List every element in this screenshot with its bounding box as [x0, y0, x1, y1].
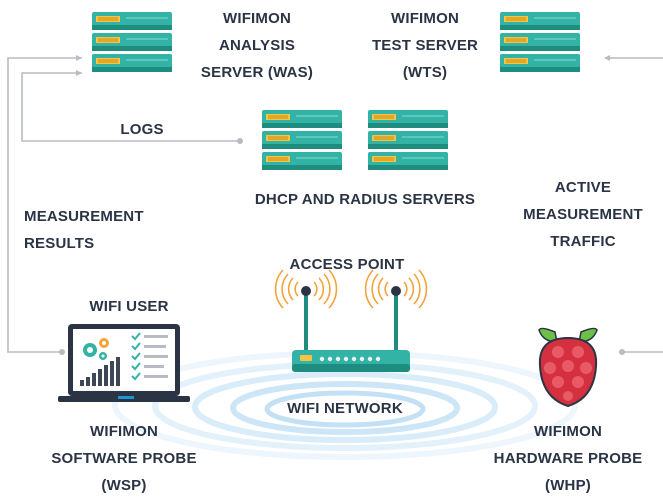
- server-stack-icon-dhcp: [262, 110, 342, 170]
- was-label-line: SERVER (WAS): [200, 64, 314, 81]
- active-traffic-label: ACTIVE MEASUREMENT TRAFFIC: [518, 174, 648, 255]
- active-traffic-line: TRAFFIC: [550, 233, 616, 250]
- active-traffic-line: ACTIVE: [554, 179, 612, 196]
- wsp-label-line: WIFIMON: [89, 423, 159, 440]
- wts-label-line: WIFIMON: [390, 10, 460, 27]
- diagram-canvas: [7, 0, 663, 460]
- laptop-dashboard-icon: [58, 324, 190, 402]
- wts-label-line: TEST SERVER: [371, 37, 479, 54]
- wsp-label-line: (WSP): [101, 477, 147, 494]
- access-point-label: ACCESS POINT: [289, 256, 405, 273]
- wifi-user-label: WIFI USER: [89, 298, 169, 315]
- whp-label: WIFIMON HARDWARE PROBE (WHP): [478, 418, 658, 499]
- whp-label-line: WIFIMON: [533, 423, 603, 440]
- server-stack-icon-wts: [500, 12, 580, 72]
- wsp-label-line: SOFTWARE PROBE: [51, 450, 197, 467]
- active-traffic-line: MEASUREMENT: [523, 206, 643, 223]
- arrow-icon: [76, 70, 82, 76]
- logs-label: LOGS: [120, 121, 164, 138]
- was-label: WIFIMON ANALYSIS SERVER (WAS): [182, 5, 332, 86]
- wifi-router-icon: [274, 269, 428, 372]
- wts-label: WIFIMON TEST SERVER (WTS): [360, 5, 490, 86]
- was-label-line: ANALYSIS: [218, 37, 296, 54]
- connector-ends: [59, 55, 625, 355]
- wts-label-line: (WTS): [402, 64, 448, 81]
- connectors: [7, 57, 663, 353]
- whp-label-line: (WHP): [545, 477, 591, 494]
- dhcp-radius-label: DHCP AND RADIUS SERVERS: [254, 191, 476, 208]
- logs-connector: [21, 72, 240, 142]
- measurement-results-connector: [7, 57, 82, 353]
- whp-label-line: HARDWARE PROBE: [493, 450, 643, 467]
- measurement-results-label: MEASUREMENT RESULTS: [24, 203, 184, 257]
- wifi-network-label: WIFI NETWORK: [287, 400, 403, 417]
- was-label-line: WIFIMON: [222, 10, 292, 27]
- server-stack-icon-was: [92, 12, 172, 72]
- arrow-icon: [76, 55, 82, 61]
- arrow-icon: [604, 55, 610, 61]
- server-stack-icon-radius: [368, 110, 448, 170]
- measurement-results-line: RESULTS: [24, 235, 95, 252]
- raspberry-pi-icon: [538, 327, 598, 408]
- measurement-results-line: MEASUREMENT: [24, 208, 144, 225]
